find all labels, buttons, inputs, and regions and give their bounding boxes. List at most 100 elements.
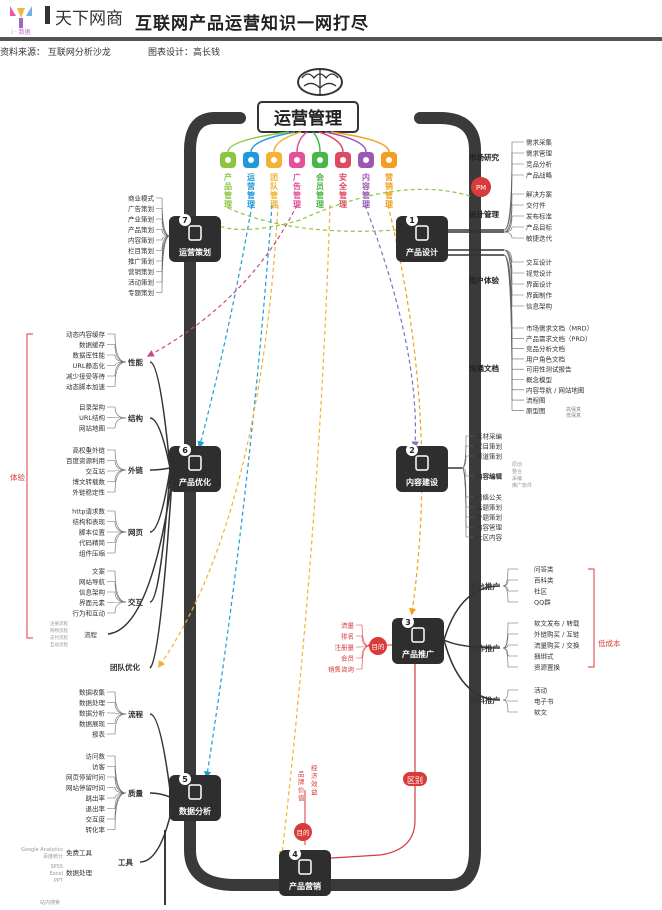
leaf-item: 专题策划 xyxy=(128,288,154,297)
leaf-item: 活动 xyxy=(534,686,548,695)
leaf-item: 内容管理 xyxy=(476,523,503,532)
leaf-item: 外链购买 / 互链 xyxy=(534,630,580,639)
hub-title: 运营管理 xyxy=(274,108,342,129)
branch-label: 交互 xyxy=(128,597,143,607)
leaf-connector xyxy=(503,174,524,231)
leaf-item: 营销策划 xyxy=(128,267,154,276)
flow-team-arrow xyxy=(157,204,279,668)
tool-note: 百度统计 xyxy=(43,853,63,860)
leaf-item: 流程图 xyxy=(526,396,546,405)
leaf-item: 数据收集 xyxy=(79,688,106,697)
leaf-connector xyxy=(502,699,518,713)
node-n2 xyxy=(396,446,448,492)
docs-note: 低保真 xyxy=(566,412,581,419)
distinguish-label: 区别 xyxy=(407,776,423,785)
leaf-connector xyxy=(107,713,127,735)
leaf-item: 栏目策划 xyxy=(476,442,502,451)
node-number: 4 xyxy=(292,850,298,859)
node-label: 产品设计 xyxy=(406,247,438,257)
leaf-item: 捆绑式 xyxy=(534,652,554,661)
flow-ad-arrow xyxy=(146,204,298,357)
leaf-connector xyxy=(107,531,127,554)
leaf-item: 网络公关 xyxy=(476,493,503,502)
leaf-item: 百度资源利用 xyxy=(66,456,105,465)
bottom-note: 站内搜索 xyxy=(40,899,60,906)
tool-note: PPT xyxy=(54,878,64,884)
leaf-item: 信息架构 xyxy=(526,302,553,311)
leaf-item: 退出率 xyxy=(86,804,106,813)
node-label: 产品推广 xyxy=(402,649,434,659)
node-label: 内容建设 xyxy=(406,477,438,487)
marketing-brand-value: 品牌价值 xyxy=(298,770,305,802)
low-cost-bracket xyxy=(588,568,595,668)
branch-label: 流程 xyxy=(128,709,143,719)
source-credit: 资料来源： 互联网分析沙龙 xyxy=(0,48,111,58)
node-number-badge xyxy=(179,214,191,226)
node-label: 产品营销 xyxy=(289,881,321,891)
loop-track xyxy=(184,112,481,891)
node-number-badge xyxy=(289,848,301,860)
category-label: 会员管理 xyxy=(316,172,324,209)
leaf-item: 行为和互动 xyxy=(73,609,106,618)
leaf-item: 交互度 xyxy=(86,815,106,824)
leaf-connector xyxy=(503,141,524,231)
edit-note: 整合 xyxy=(512,468,522,475)
category-label: 团队管理 xyxy=(270,173,279,209)
header-rule xyxy=(0,37,662,41)
leaf-connector xyxy=(107,601,127,614)
category-connector xyxy=(273,131,302,153)
process-note: 支付流程 xyxy=(50,634,68,641)
branches: 市场研究需求采集需求管理竞品分析产品战略设计管理解决方案交付件发布标准产品目标敏… xyxy=(10,138,621,907)
category-connector xyxy=(296,131,308,153)
leaf-item: 广告策划 xyxy=(128,204,154,213)
leaf-item: 动态内容缓存 xyxy=(66,330,106,339)
leaf-item: 组件压缩 xyxy=(79,549,106,558)
flow-product-arrow xyxy=(227,207,424,232)
process-note: 购物流程 xyxy=(50,627,68,634)
leaf-connector xyxy=(503,254,524,401)
leaf-item: 数据处理 xyxy=(66,868,93,877)
category-label: 安全管理 xyxy=(338,172,348,209)
category-label: 运营管理 xyxy=(247,173,255,209)
category-connector xyxy=(318,131,344,153)
node-icon xyxy=(188,455,202,471)
leaf-item: 产品战略 xyxy=(526,171,553,180)
leaf-connector xyxy=(502,585,518,603)
leaf-connector xyxy=(107,361,127,387)
leaf-connector xyxy=(503,254,524,360)
edit-note: 推广软件 xyxy=(512,482,532,489)
leaf-item: 社区内容 xyxy=(476,533,503,542)
category-icon-glyph xyxy=(271,157,277,163)
branch-line xyxy=(149,713,171,791)
leaf-item: 销售咨询 xyxy=(328,665,355,674)
leaf-item: 竞品分析文档 xyxy=(526,344,565,353)
leaf-item: 专题策划 xyxy=(476,513,502,522)
flow-ops-arrow xyxy=(197,204,253,449)
leaf-item: 网站停留时间 xyxy=(66,783,105,792)
edit-note: 原创 xyxy=(512,461,522,468)
leaf-item: 概念模型 xyxy=(526,375,553,384)
leaf-item: 减少接受等待 xyxy=(66,372,106,381)
leaf-connector xyxy=(503,152,524,231)
branch-line xyxy=(149,471,171,603)
leaf-item: 原型图 xyxy=(526,406,546,415)
leaf-item: 博文转载数 xyxy=(73,477,106,486)
leaf-item: 高权重外链 xyxy=(73,446,106,455)
tool-note: Google Analytics xyxy=(21,847,63,853)
page-header: i · 数据 天下网商 互联网产品运营知识一网打尽 xyxy=(0,0,662,41)
leaf-item: 访问数 xyxy=(86,752,106,761)
leaf-connector xyxy=(503,254,524,380)
branch-label: 质量 xyxy=(128,788,143,798)
node-label: 产品优化 xyxy=(179,477,211,487)
leaf-item: 界面元素 xyxy=(79,598,106,607)
category-icon-glyph xyxy=(294,157,300,163)
logo-subtitle: i · 数据 xyxy=(11,29,31,36)
leaf-connector xyxy=(356,635,370,647)
leaf-connector xyxy=(503,249,524,285)
leaf-item: 外链稳定性 xyxy=(73,488,106,497)
leaf-connector xyxy=(503,254,524,411)
docs-note: 高保真 xyxy=(566,406,581,413)
leaf-item: 软文 xyxy=(534,708,548,717)
tool-note: Excel xyxy=(50,871,63,877)
